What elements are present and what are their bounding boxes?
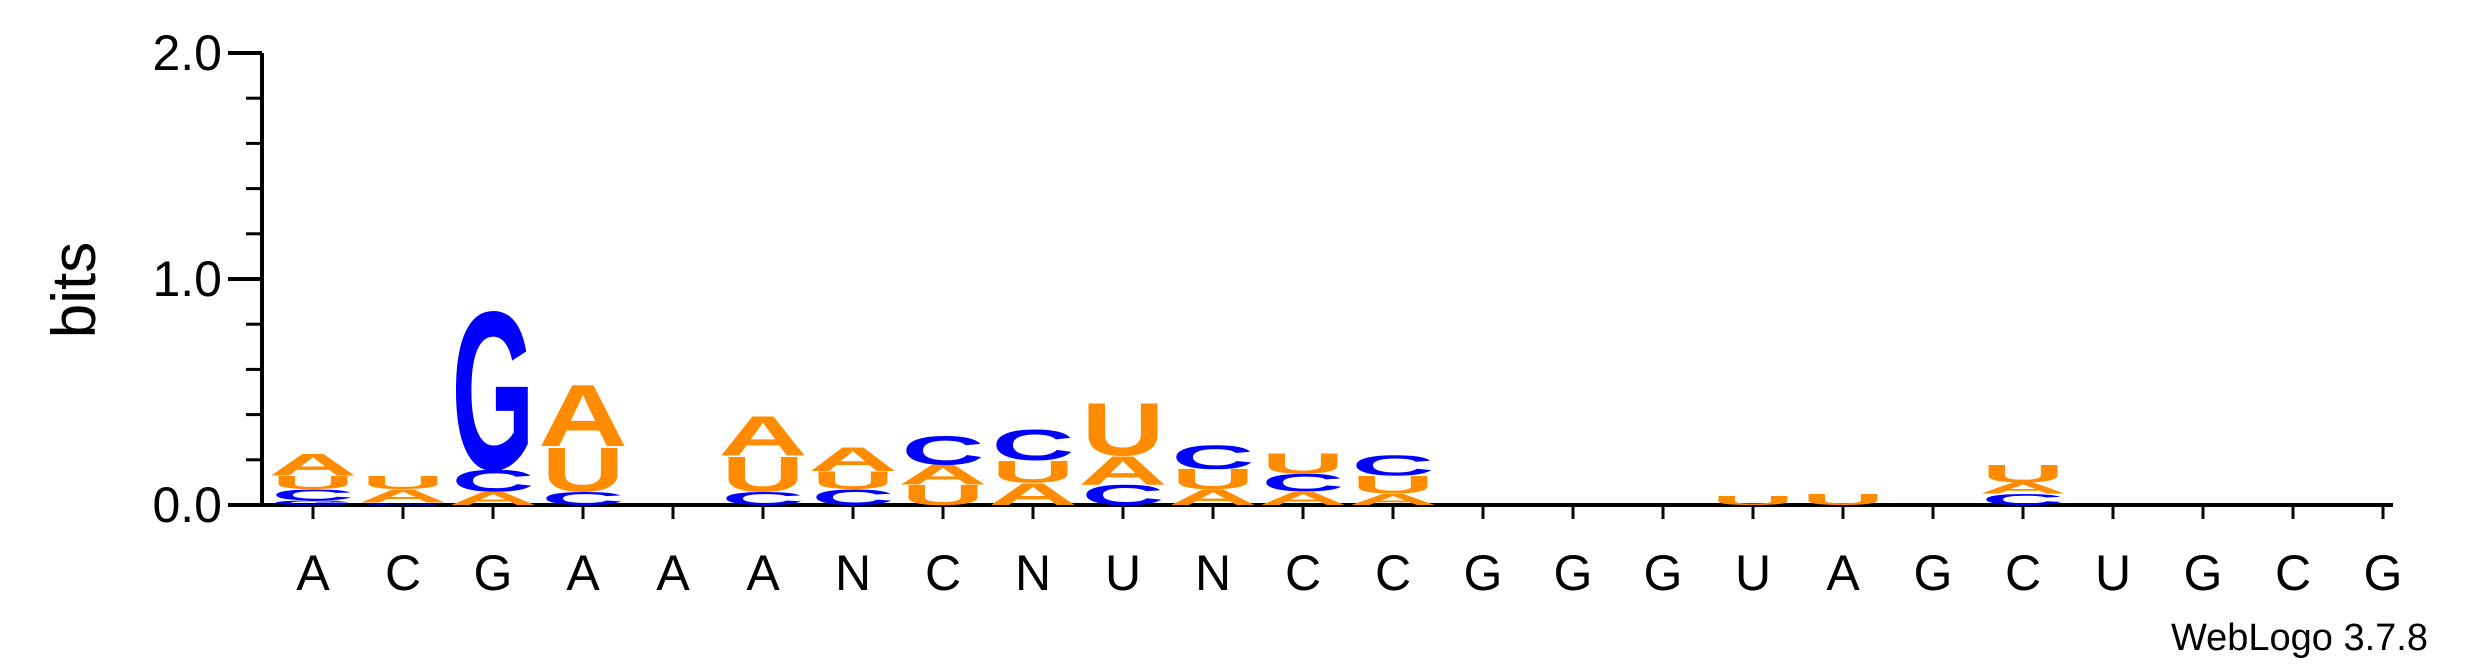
logo-glyph-a: A bbox=[1168, 485, 1258, 510]
logo-glyph-c: C bbox=[1172, 437, 1255, 476]
logo-glyph-c: C bbox=[992, 420, 1075, 469]
x-tick-label: C bbox=[385, 545, 421, 601]
logo-glyph-u: U bbox=[1712, 494, 1795, 508]
logo-glyph-a: A bbox=[898, 460, 988, 491]
logo-glyph-u: U bbox=[812, 466, 895, 494]
logo-glyph-a: A bbox=[1258, 488, 1348, 509]
x-tick-label: C bbox=[1285, 545, 1321, 601]
y-tick-label: 2.0 bbox=[152, 25, 222, 81]
x-tick-label: G bbox=[1464, 545, 1503, 601]
logo-glyph-u: U bbox=[722, 446, 805, 502]
logo-glyph-c: C bbox=[272, 486, 355, 503]
y-tick-label: 1.0 bbox=[152, 251, 222, 307]
logo-glyph-g: G bbox=[272, 499, 355, 506]
logo-glyph-c: C bbox=[1082, 479, 1165, 511]
x-tick-label: A bbox=[746, 545, 780, 601]
x-tick-label: U bbox=[1735, 545, 1771, 601]
logo-glyph-a: A bbox=[1348, 491, 1438, 509]
logo-glyph-u: U bbox=[272, 472, 355, 493]
y-tick-label: 0.0 bbox=[152, 477, 222, 533]
x-tick-label: N bbox=[1015, 545, 1051, 601]
logo-glyph-c: C bbox=[1262, 469, 1345, 497]
logo-glyph-g: G bbox=[362, 502, 445, 506]
logo-glyph-a: A bbox=[1078, 448, 1168, 494]
x-tick-label: N bbox=[835, 545, 871, 601]
logo-glyph-u: U bbox=[992, 454, 1075, 489]
y-axis-label: bits bbox=[40, 242, 109, 338]
x-tick-label: N bbox=[1195, 545, 1231, 601]
x-tick-label: G bbox=[474, 545, 513, 601]
x-tick-label: U bbox=[1105, 545, 1141, 601]
logo-glyph-u: U bbox=[542, 434, 625, 505]
x-tick-label: C bbox=[925, 545, 961, 601]
x-tick-label: C bbox=[2005, 545, 2041, 601]
logo-glyph-u: U bbox=[902, 479, 985, 511]
x-tick-label: A bbox=[1826, 545, 1860, 601]
logo-glyph-c: C bbox=[902, 428, 985, 474]
logo-glyph-c: C bbox=[1352, 450, 1435, 482]
x-tick-label: U bbox=[2095, 545, 2131, 601]
logo-glyph-a: A bbox=[538, 367, 628, 465]
logo-glyph-u: U bbox=[1982, 460, 2065, 488]
x-tick-label: G bbox=[1554, 545, 1593, 601]
logo-glyph-a: A bbox=[268, 448, 358, 483]
weblogo-credit: WebLogo 3.7.8 bbox=[2171, 617, 2428, 659]
x-tick-label: C bbox=[1375, 545, 1411, 601]
x-tick-label: A bbox=[296, 545, 330, 601]
logo-glyph-u: U bbox=[1262, 448, 1345, 480]
logo-glyph-c: C bbox=[722, 488, 805, 509]
logo-glyph-a: A bbox=[448, 488, 538, 509]
x-tick-label: G bbox=[1644, 545, 1683, 601]
x-tick-label: G bbox=[1914, 545, 1953, 601]
logo-glyph-a: A bbox=[358, 486, 448, 507]
logo-glyph-u: U bbox=[1082, 387, 1165, 472]
logo-glyph-u: U bbox=[1802, 491, 1885, 508]
x-tick-label: G bbox=[2184, 545, 2223, 601]
logo-glyph-a: A bbox=[808, 440, 898, 478]
logo-glyph-c: C bbox=[812, 485, 895, 509]
logo-glyph-u: U bbox=[362, 472, 445, 493]
x-tick-label: G bbox=[2364, 545, 2403, 601]
x-tick-label: A bbox=[566, 545, 600, 601]
logo-glyph-a: A bbox=[988, 477, 1078, 512]
logo-glyph-c: C bbox=[452, 463, 535, 498]
logo-glyph-u: U bbox=[1352, 471, 1435, 499]
logo-glyph-u: U bbox=[1172, 463, 1255, 495]
logo-glyph-c: C bbox=[1982, 491, 2065, 508]
logo-glyph-a: A bbox=[1978, 480, 2068, 498]
logo-glyph-a: A bbox=[718, 405, 808, 468]
logo-glyph-c: C bbox=[542, 488, 625, 509]
logo-glyph-g: G bbox=[452, 265, 535, 517]
x-tick-label: A bbox=[656, 545, 690, 601]
x-tick-label: C bbox=[2275, 545, 2311, 601]
